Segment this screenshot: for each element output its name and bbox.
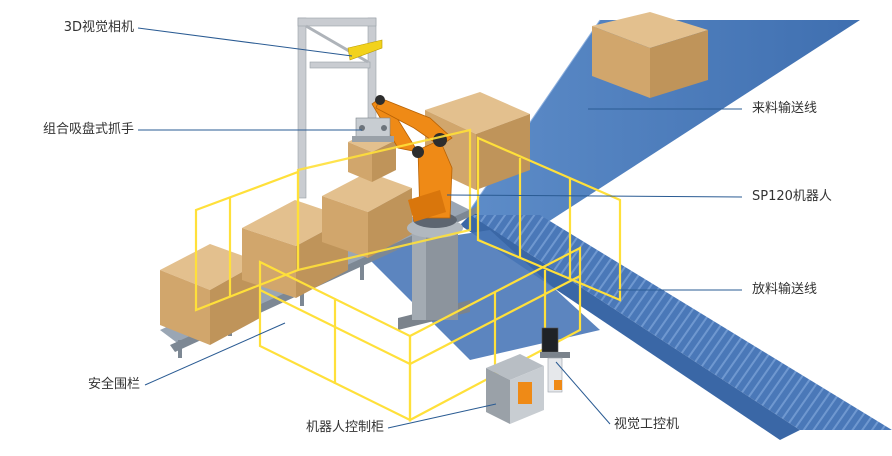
label-robot-control-cabinet: 机器人控制柜 [305,420,384,435]
vision-industrial-pc [540,327,570,393]
box-3 [322,172,412,258]
leader-camera [137,27,353,57]
box-1 [160,244,260,345]
label-sp120-robot: SP120机器人 [752,189,832,204]
leader-cabinet [387,403,497,429]
leader-vision-pc [555,361,611,425]
leader-lines [137,27,743,429]
label-vision-industrial-pc: 视觉工控机 [614,417,680,432]
leader-robot [446,194,743,198]
robot-pedestal [398,212,470,330]
sp120-robot [371,95,453,222]
3d-vision-camera [347,39,383,61]
label-safety-fence: 安全围栏 [87,377,140,392]
box-5 [592,12,708,98]
label-suction-gripper: 组合吸盘式抓手 [42,122,134,137]
label-infeed-conveyor: 来料输送线 [752,101,818,116]
safety-fence [194,128,622,422]
leader-fence [144,322,286,386]
robot-control-cabinet [486,354,544,424]
label-outfeed-conveyor: 放料输送线 [752,282,818,297]
label-3d-vision-camera: 3D视觉相机 [63,20,134,35]
